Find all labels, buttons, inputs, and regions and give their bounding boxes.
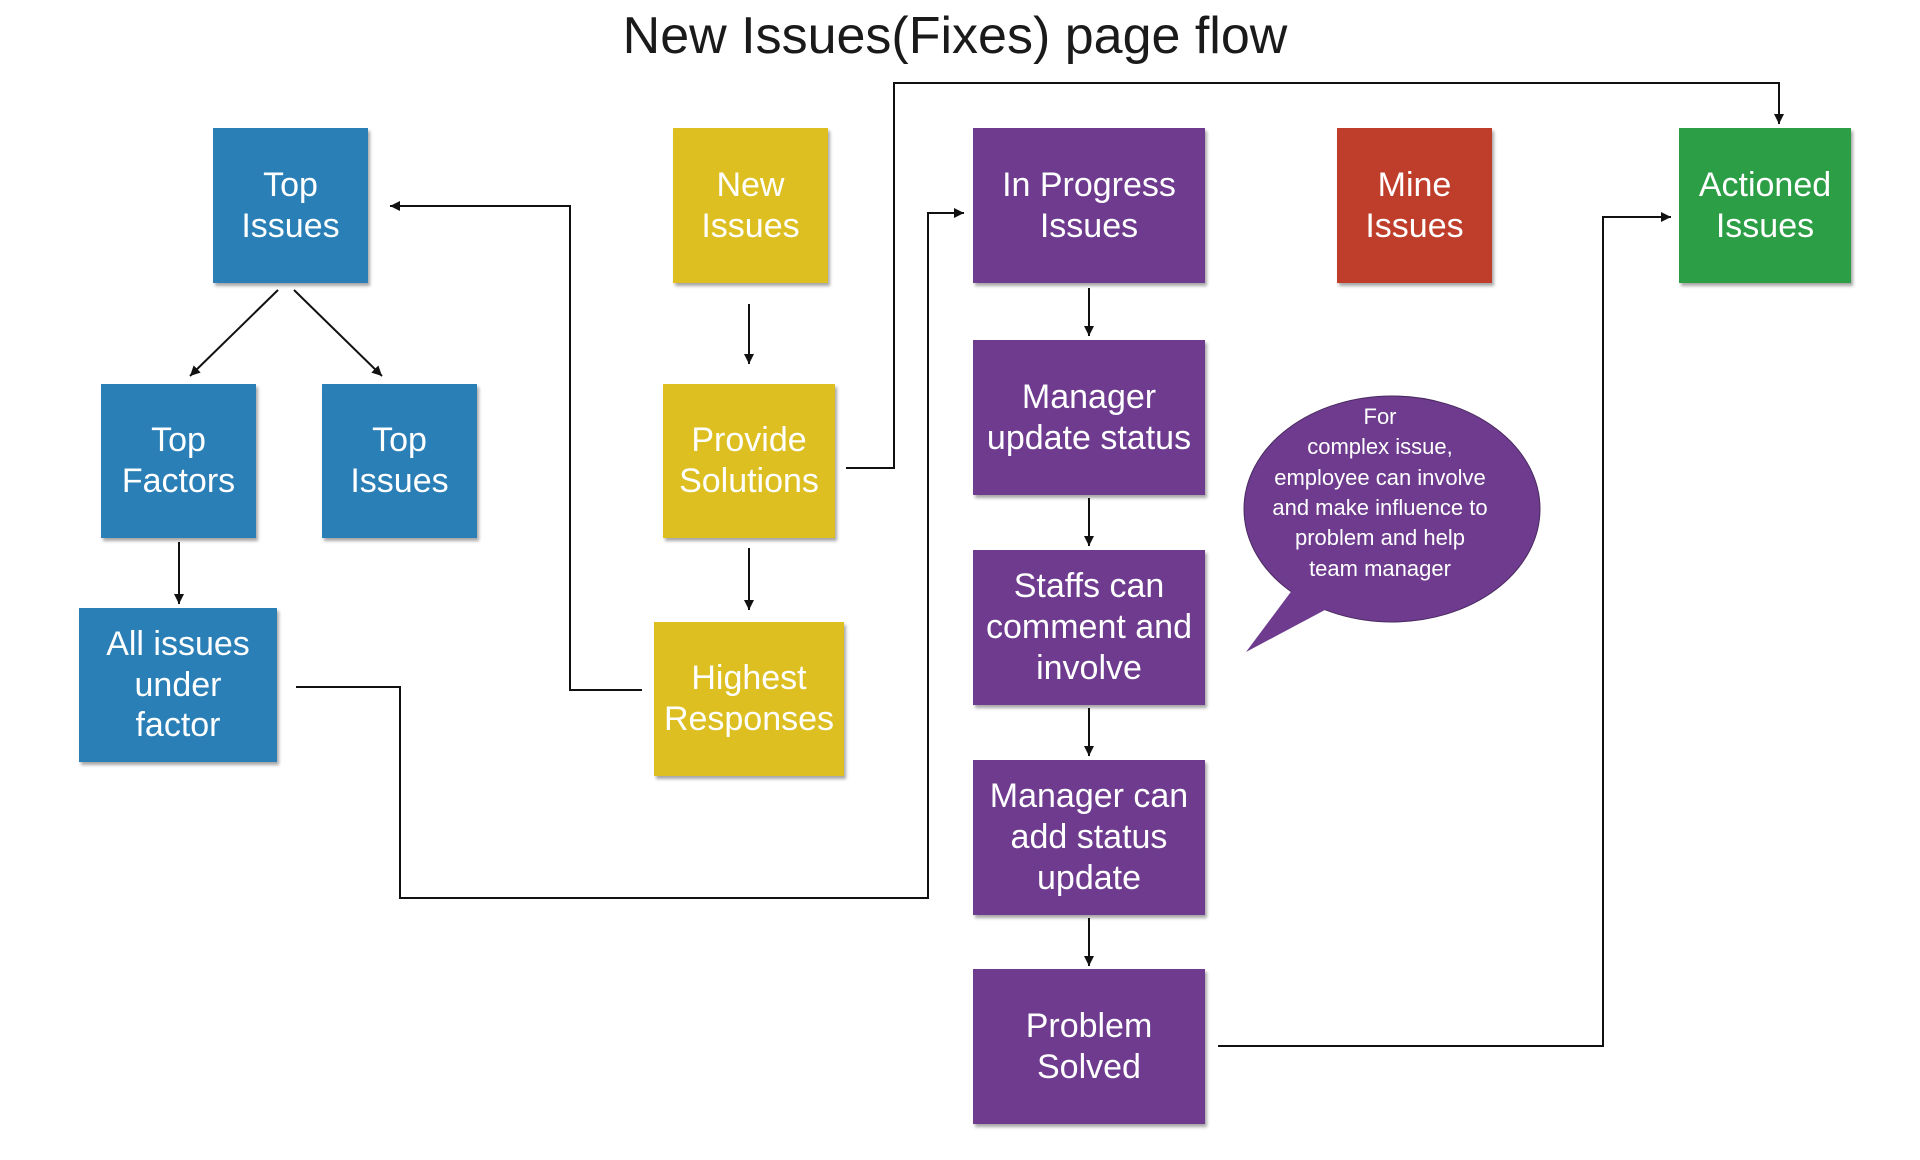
node-top-issues-sub: Top Issues (322, 384, 477, 538)
arrow-all-issues-to-in-progress (296, 208, 964, 899)
callout-text: For complex issue, employee can involve … (1272, 404, 1488, 581)
node-top-issues-main: Top Issues (213, 128, 368, 283)
arrow-problem-to-actioned (1218, 212, 1671, 1047)
node-staffs-can-comment: Staffs can comment and involve (973, 550, 1205, 705)
node-problem-solved: Problem Solved (973, 969, 1205, 1124)
arrow-top-issues-to-top-factors (189, 289, 279, 377)
node-highest-responses: Highest Responses (654, 622, 844, 776)
node-manager-update-status: Manager update status (973, 340, 1205, 495)
page-title: New Issues(Fixes) page flow (622, 7, 1288, 65)
node-mine-issues: Mine Issues (1337, 128, 1492, 283)
arrow-highest-to-top-issues (390, 201, 642, 691)
node-all-issues-under-factor: All issues under factor (79, 608, 277, 762)
node-provide-solutions: Provide Solutions (663, 384, 835, 538)
callout-bubble (1243, 395, 1541, 652)
arrow-top-issues-to-top-issues-sub (293, 289, 383, 377)
node-top-factors: Top Factors (101, 384, 256, 538)
node-new-issues: New Issues (673, 128, 828, 283)
node-actioned-issues: Actioned Issues (1679, 128, 1851, 283)
node-in-progress-issues: In Progress Issues (973, 128, 1205, 283)
node-manager-add-status: Manager can add status update (973, 760, 1205, 915)
arrow-provide-to-actioned (846, 82, 1784, 469)
